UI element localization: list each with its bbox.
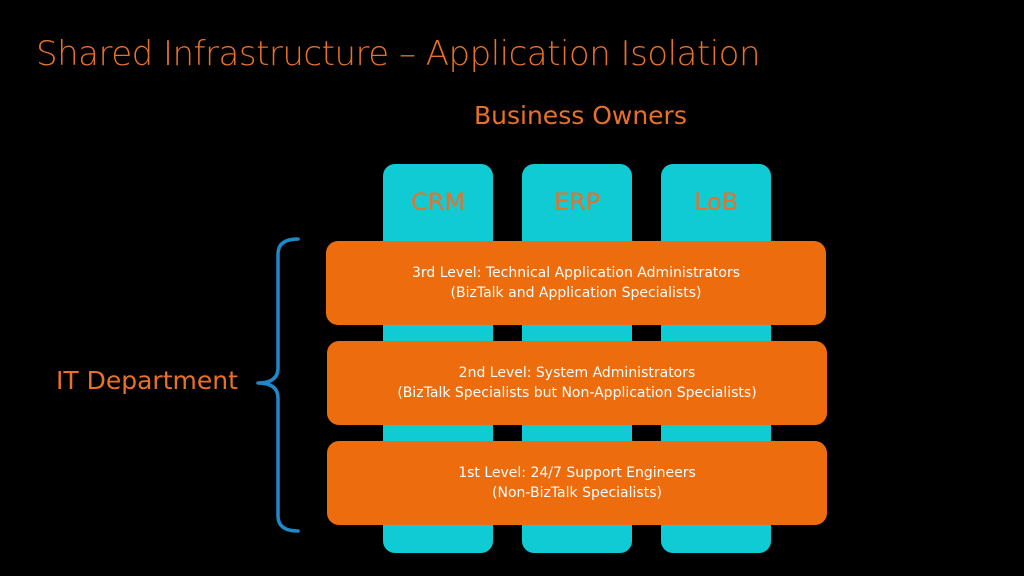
slide-title: Shared Infrastructure – Application Isol… [36,34,761,74]
level-box-2nd: 2nd Level: System Administrators (BizTal… [327,341,827,425]
level-2nd-title: 2nd Level: System Administrators [458,365,696,381]
it-department-label: IT Department [56,366,238,395]
level-box-3rd: 3rd Level: Technical Application Adminis… [326,241,826,325]
level-3rd-title: 3rd Level: Technical Application Adminis… [411,265,740,281]
level-2nd-subtitle: (BizTalk Specialists but Non-Application… [397,385,757,401]
business-owners-label: Business Owners [474,101,687,130]
column-label-lob: LoB [693,188,739,216]
level-box-1st: 1st Level: 24/7 Support Engineers (Non-B… [327,441,827,525]
column-label-erp: ERP [553,188,601,216]
column-label-crm: CRM [410,188,466,216]
curly-brace-icon [256,237,300,533]
level-1st-title: 1st Level: 24/7 Support Engineers [458,465,696,481]
level-1st-subtitle: (Non-BizTalk Specialists) [492,485,662,501]
level-3rd-subtitle: (BizTalk and Application Specialists) [450,285,702,301]
